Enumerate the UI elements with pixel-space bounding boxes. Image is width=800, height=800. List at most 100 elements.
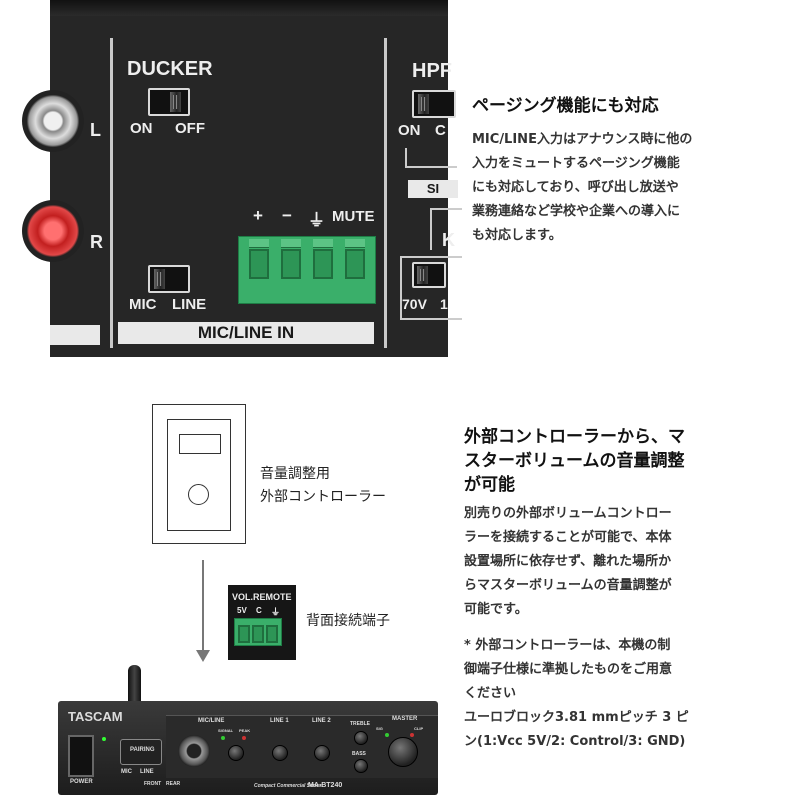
hpf-c-label: C xyxy=(435,122,446,139)
sig-led xyxy=(385,733,389,737)
clip-led xyxy=(410,733,414,737)
sig-label: SIG xyxy=(376,726,383,731)
amplifier-photo: TASCAM POWER PAIRING MIC LINE FRONT REAR… xyxy=(58,665,438,795)
series-label: Compact Commercial Series xyxy=(254,783,322,789)
line-label: LINE xyxy=(172,296,207,313)
paging-heading: ページング機能にも対応 xyxy=(472,96,659,116)
panel-top-bevel xyxy=(50,0,448,16)
section-master: MASTER xyxy=(392,716,418,722)
vol-remote-terminal-block xyxy=(234,618,282,646)
rca-jack-right xyxy=(22,200,84,262)
hpf-bracket xyxy=(405,148,457,168)
rear-label: REAR xyxy=(166,781,181,787)
description-line: 設置場所に依存せず、離れた場所か xyxy=(464,554,672,569)
bass-knob[interactable] xyxy=(354,759,368,773)
mic-line-volume-knob[interactable] xyxy=(228,745,244,761)
combo-input-jack xyxy=(178,735,210,767)
terminal-plus-label: + xyxy=(253,206,263,225)
line-mode-label: LINE xyxy=(140,769,154,775)
vol-remote-pin-5v: 5V xyxy=(237,606,247,615)
connection-arrow-icon xyxy=(196,650,210,662)
terminal-mute-label: MUTE xyxy=(332,208,375,225)
controller-display xyxy=(179,434,221,454)
rear-panel-photo: L R DUCKER ON OFF MIC LINE + − ⏚ MUTE MI… xyxy=(22,0,462,357)
ducker-on-label: ON xyxy=(130,120,153,137)
model-label: MA-BT240 xyxy=(308,782,343,789)
section-bass: BASS xyxy=(352,751,366,757)
power-switch[interactable] xyxy=(68,735,94,777)
ducker-switch[interactable] xyxy=(148,88,190,116)
power-led xyxy=(102,737,106,741)
heading-line: が可能 xyxy=(464,475,515,495)
front-label: FRONT xyxy=(144,781,162,787)
hpf-switch[interactable] xyxy=(412,90,456,118)
vol-remote-title: VOL.REMOTE xyxy=(232,592,292,602)
controller-faceplate xyxy=(167,419,231,531)
mic-line-switch[interactable] xyxy=(148,265,190,293)
vol-remote-pin-gnd: ⏚ xyxy=(271,607,281,617)
vol-remote-terminal-photo: VOL.REMOTE 5V C ⏚ xyxy=(228,585,296,660)
power-label: POWER xyxy=(70,779,93,785)
note-line: ください xyxy=(464,686,517,701)
s-section-label: SI xyxy=(408,180,458,198)
section-line-1: LINE 1 xyxy=(270,718,289,724)
connection-cable xyxy=(202,560,204,652)
impedance-frame xyxy=(400,256,462,320)
paging-line: 業務連絡など学校や企業への導入に xyxy=(472,204,681,219)
k-label: K xyxy=(442,230,455,250)
rca-jack-left xyxy=(22,90,84,152)
signal-label: SIGNAL xyxy=(218,728,234,733)
k-bracket xyxy=(430,208,462,250)
paging-description: MIC/LINE入力はアナウンス時に他の 入力をミュートするページング機能 にも… xyxy=(472,128,692,248)
ducker-title: DUCKER xyxy=(127,58,213,80)
treble-knob[interactable] xyxy=(354,731,368,745)
remote-volume-description: 別売りの外部ボリュームコントロー ラーを接続することが可能で、本体 設置場所に依… xyxy=(464,502,672,622)
pairing-button[interactable] xyxy=(120,739,162,765)
ducker-off-label: OFF xyxy=(175,120,205,137)
controller-label-line: 音量調整用 xyxy=(260,466,330,482)
terminal-ground-label: ⏚ xyxy=(308,211,325,230)
master-volume-knob[interactable] xyxy=(388,737,418,767)
heading-line: 外部コントローラーから、マ xyxy=(464,427,685,447)
divider-left xyxy=(110,38,113,348)
terminal-minus-label: − xyxy=(282,206,292,225)
pairing-label: PAIRING xyxy=(130,747,155,753)
impedance-switch[interactable] xyxy=(412,262,446,288)
note-line: ン(1:Vcc 5V/2: Control/3: GND) xyxy=(464,734,686,749)
section-treble: TREBLE xyxy=(350,721,370,727)
description-line: ラーを接続することが可能で、本体 xyxy=(464,530,672,545)
line2-volume-knob[interactable] xyxy=(314,745,330,761)
paging-line: 入力をミュートするページング機能 xyxy=(472,156,680,171)
rca-section-bar xyxy=(50,325,100,345)
mic-label: MIC xyxy=(129,296,157,313)
hpf-title: HPF xyxy=(412,60,452,82)
peak-label: PEAK xyxy=(239,728,251,733)
note-line: ユーロブロック3.81 mmピッチ 3 ピ xyxy=(464,710,689,725)
rca-left-label: L xyxy=(90,120,101,140)
vol-remote-pin-c: C xyxy=(256,606,262,615)
signal-led xyxy=(221,736,225,740)
controller-label-line: 外部コントローラー xyxy=(260,489,386,505)
paging-line: も対応します。 xyxy=(472,228,562,243)
mic-line-in-label: MIC/LINE IN xyxy=(118,322,374,344)
mic-mode-label: MIC xyxy=(121,769,132,775)
mic-line-terminal-block xyxy=(238,236,376,304)
note-line: 御端子仕様に準拠したものをご用意 xyxy=(464,662,673,677)
hpf-on-label: ON xyxy=(398,122,421,139)
description-line: 可能です。 xyxy=(464,602,528,617)
rear-terminal-label: 背面接続端子 xyxy=(306,613,390,629)
impedance-1-label: 1 xyxy=(440,296,448,312)
heading-line: スターボリュームの音量調整 xyxy=(464,451,685,471)
brand-logo: TASCAM xyxy=(68,709,123,724)
controller-label: 音量調整用 外部コントローラー xyxy=(260,463,386,509)
section-mic-line: MIC/LINE xyxy=(198,718,225,724)
divider-right xyxy=(384,38,387,348)
impedance-70v-label: 70V xyxy=(402,296,427,312)
wall-controller-illustration xyxy=(152,404,246,544)
paging-line: MIC/LINE入力はアナウンス時に他の xyxy=(472,132,693,147)
description-line: 別売りの外部ボリュームコントロー xyxy=(464,506,672,521)
remote-volume-heading: 外部コントローラーから、マ スターボリュームの音量調整 が可能 xyxy=(464,425,685,497)
line1-volume-knob[interactable] xyxy=(272,745,288,761)
rca-right-label: R xyxy=(90,232,103,252)
description-line: らマスターボリュームの音量調整が xyxy=(464,578,672,593)
